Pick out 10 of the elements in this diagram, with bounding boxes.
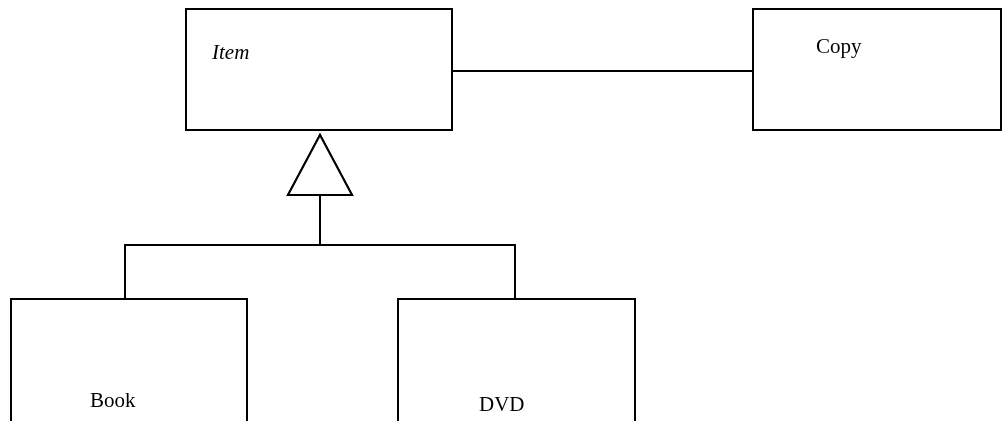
class-name: Item	[212, 40, 250, 65]
class-box	[185, 8, 453, 131]
class-name: DVD	[479, 392, 525, 417]
class-box	[397, 298, 636, 421]
class-box	[752, 8, 1002, 131]
class-name: Book	[90, 388, 136, 413]
class-name: Copy	[816, 34, 862, 59]
association-line	[452, 70, 753, 72]
class-box	[10, 298, 248, 421]
generalization-arrow	[287, 134, 516, 299]
